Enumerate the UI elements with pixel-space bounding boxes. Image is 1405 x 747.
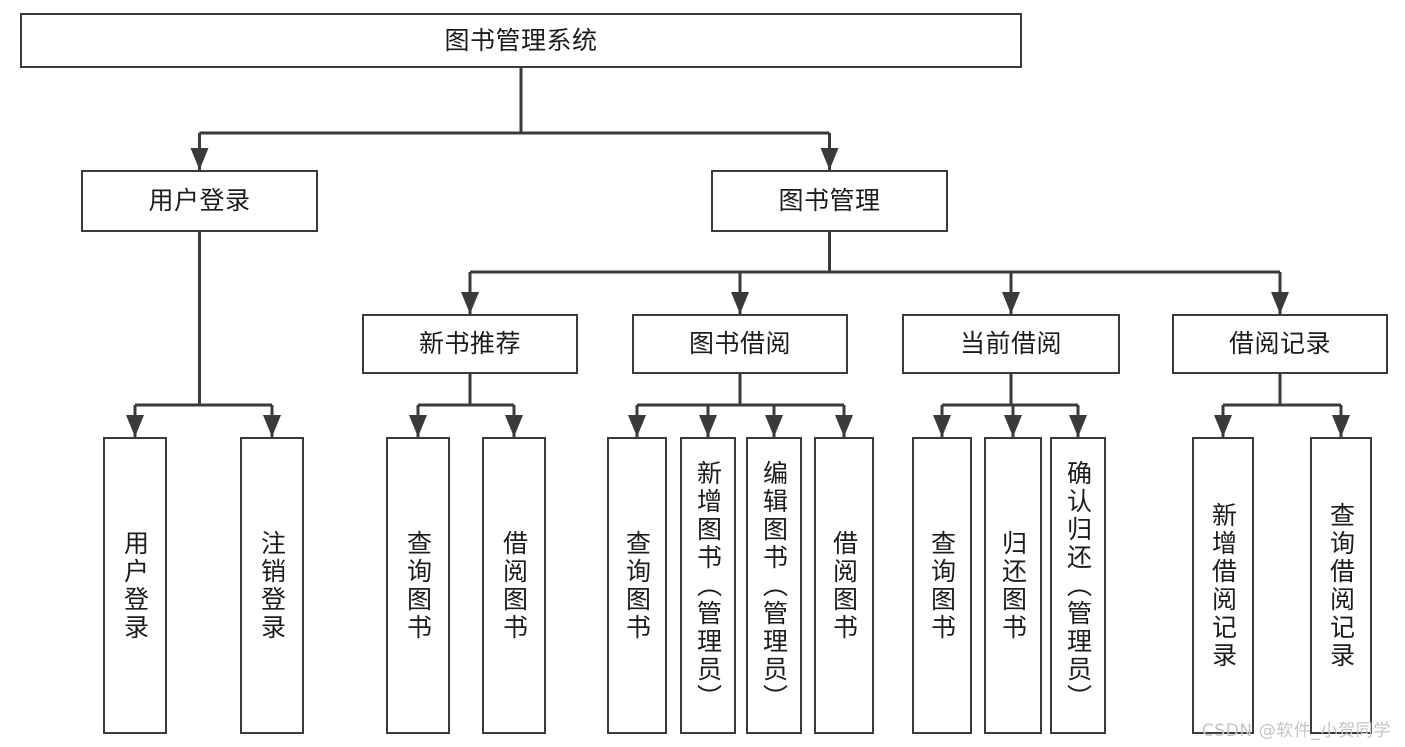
node-label: 新书推荐	[418, 329, 521, 359]
node-label: 新增借阅记录	[1208, 501, 1238, 670]
node-book-borrowing[interactable]: 图书借阅	[632, 314, 848, 374]
node-label: 查询图书	[927, 529, 957, 642]
leaf-confirm-return-admin[interactable]: 确认归还（管理员）	[1050, 437, 1106, 734]
node-label: 借阅图书	[829, 529, 859, 642]
node-label: 查询图书	[403, 529, 433, 642]
leaf-query-books-borrow[interactable]: 查询图书	[607, 437, 667, 734]
node-label: 用户登录	[148, 186, 251, 216]
node-label: 编辑图书（管理员）	[759, 459, 789, 712]
leaf-logout[interactable]: 注销登录	[240, 437, 304, 734]
node-label: 查询借阅记录	[1326, 501, 1356, 670]
node-label: 查询图书	[622, 529, 652, 642]
node-label: 借阅图书	[499, 529, 529, 642]
node-label: 注销登录	[257, 529, 287, 642]
leaf-user-login[interactable]: 用户登录	[103, 437, 167, 734]
leaf-return-books[interactable]: 归还图书	[984, 437, 1042, 734]
node-user-login[interactable]: 用户登录	[81, 170, 318, 232]
node-label: 图书借阅	[688, 329, 791, 359]
node-label: 图书管理	[778, 186, 881, 216]
leaf-add-book-admin[interactable]: 新增图书（管理员）	[680, 437, 736, 734]
node-current-borrowing[interactable]: 当前借阅	[902, 314, 1120, 374]
leaf-borrow-books[interactable]: 借阅图书	[814, 437, 874, 734]
node-label: 用户登录	[120, 529, 150, 642]
leaf-query-books-recommend[interactable]: 查询图书	[386, 437, 450, 734]
node-new-book-recommendation[interactable]: 新书推荐	[362, 314, 578, 374]
leaf-edit-book-admin[interactable]: 编辑图书（管理员）	[746, 437, 802, 734]
node-label: 借阅记录	[1228, 329, 1331, 359]
leaf-query-borrow-record[interactable]: 查询借阅记录	[1310, 437, 1372, 734]
node-label: 归还图书	[998, 529, 1028, 642]
watermark: CSDN @软件_小贺同学	[1201, 721, 1391, 741]
node-label: 确认归还（管理员）	[1063, 459, 1093, 712]
node-borrowing-records[interactable]: 借阅记录	[1172, 314, 1388, 374]
node-book-management[interactable]: 图书管理	[711, 170, 948, 232]
node-label: 当前借阅	[959, 329, 1062, 359]
leaf-add-borrow-record[interactable]: 新增借阅记录	[1192, 437, 1254, 734]
node-label: 新增图书（管理员）	[693, 459, 723, 712]
leaf-query-books-current[interactable]: 查询图书	[912, 437, 972, 734]
leaf-borrow-books-recommend[interactable]: 借阅图书	[482, 437, 546, 734]
node-label: 图书管理系统	[444, 25, 598, 55]
node-book-management-system[interactable]: 图书管理系统	[20, 13, 1022, 68]
